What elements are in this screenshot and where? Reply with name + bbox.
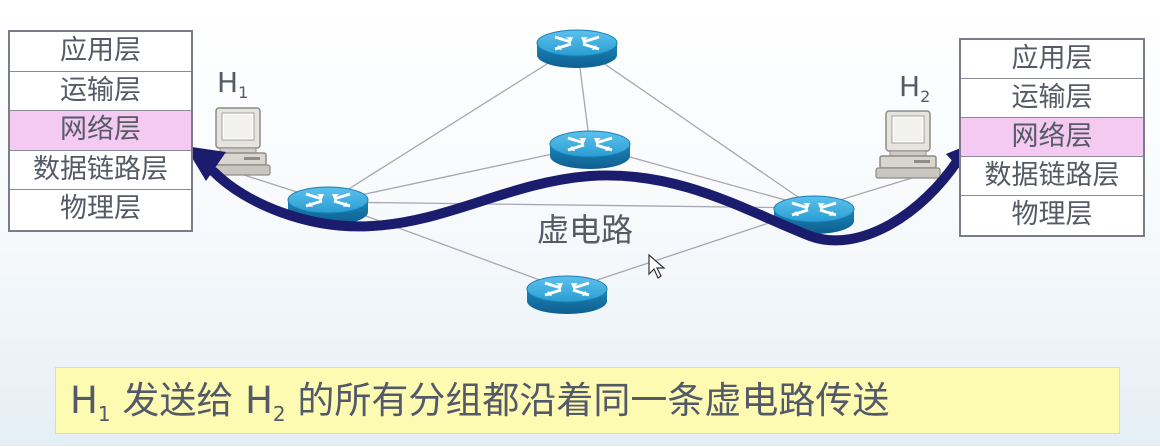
layer-transport: 运输层: [10, 72, 191, 111]
layer-datalink: 数据链路层: [10, 151, 191, 190]
layer-application: 应用层: [10, 32, 191, 72]
layer-physical: 物理层: [1011, 199, 1093, 230]
virtual-circuit-label: 虚电路: [537, 211, 634, 249]
computer-icon: [875, 110, 941, 179]
layer-network: 网络层: [10, 111, 191, 151]
caption-banner: H1 发送给 H2 的所有分组都沿着同一条虚电路传送: [55, 367, 1120, 434]
layer-application: 应用层: [961, 40, 1143, 79]
host-h1-label: H1: [217, 66, 249, 102]
router-icon: [525, 274, 609, 316]
layer-physical: 物理层: [60, 193, 141, 224]
left-protocol-stack: 应用层 运输层 网络层 数据链路层 物理层: [8, 30, 193, 232]
router-icon: [548, 129, 632, 171]
right-protocol-stack: 应用层 运输层 网络层 数据链路层 物理层: [959, 38, 1145, 237]
layer-network: 网络层: [961, 118, 1143, 157]
layer-transport: 运输层: [961, 79, 1143, 118]
host-h2-label: H2: [899, 70, 931, 106]
cursor-icon: [648, 254, 666, 279]
layer-datalink: 数据链路层: [961, 157, 1143, 196]
router-icon: [535, 28, 619, 70]
